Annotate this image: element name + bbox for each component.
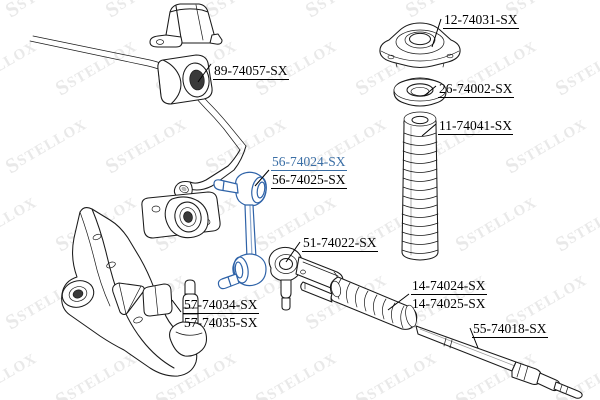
leader-51-74022 bbox=[285, 241, 301, 263]
part-number-text: 57-74035-SX bbox=[184, 315, 258, 330]
leader-26-74002 bbox=[423, 85, 437, 97]
callout-steering-boot-right: 14-74025-SX bbox=[411, 296, 487, 312]
outer-tie-rod-end-part bbox=[268, 246, 344, 311]
stabilizer-bracket-part bbox=[149, 3, 223, 48]
lower-control-arm-part bbox=[61, 191, 221, 377]
part-number-text: 89-74057-SX bbox=[213, 63, 289, 80]
callout-tie-rod-end: 51-74022-SX bbox=[302, 235, 378, 252]
inner-tie-rod-part bbox=[415, 325, 583, 399]
part-number-text: 14-74024-SX bbox=[411, 278, 487, 295]
callout-strut-bearing: 26-74002-SX bbox=[438, 81, 514, 98]
stabilizer-link-part bbox=[213, 171, 267, 290]
leader-12-74031 bbox=[431, 18, 442, 48]
callout-bump-stop-boot: 11-74041-SX bbox=[438, 118, 513, 135]
strut-bearing-part bbox=[393, 77, 447, 107]
part-number-text: 56-74025-SX bbox=[271, 172, 347, 189]
leader-56-74024 bbox=[254, 169, 270, 187]
callout-strut-mount: 12-74031-SX bbox=[443, 12, 519, 29]
leader-57-74034 bbox=[171, 299, 182, 313]
callout-stabilizer-bushing: 89-74057-SX bbox=[213, 63, 289, 80]
part-number-text: 56-74024-SX bbox=[271, 154, 347, 171]
part-number-text: 12-74031-SX bbox=[443, 12, 519, 29]
part-number-text: 55-74018-SX bbox=[472, 321, 548, 338]
callout-steering-boot-left: 14-74024-SX bbox=[411, 278, 487, 295]
lower-ball-joint-part bbox=[169, 279, 208, 357]
leader-14-74024 bbox=[387, 293, 410, 311]
strut-top-mount-part bbox=[379, 22, 461, 69]
part-number-text: 57-74034-SX bbox=[183, 297, 259, 314]
part-number-text: 51-74022-SX bbox=[302, 235, 378, 252]
steering-rack-boot-part bbox=[300, 276, 418, 330]
leader-89-74057 bbox=[197, 63, 212, 83]
callout-stabilizer-link-highlighted: 56-74024-SX bbox=[271, 154, 347, 171]
callout-stabilizer-link-alt: 56-74025-SX bbox=[271, 172, 347, 189]
leader-55-74018 bbox=[469, 327, 479, 349]
callout-ball-joint-right: 57-74035-SX bbox=[183, 315, 259, 331]
callout-inner-tie-rod: 55-74018-SX bbox=[472, 321, 548, 338]
stabilizer-bushing-part bbox=[157, 54, 213, 105]
part-number-text: 14-74025-SX bbox=[412, 296, 486, 311]
dust-boot-part bbox=[401, 111, 439, 261]
callout-ball-joint-left: 57-74034-SX bbox=[183, 297, 259, 314]
part-number-text: 11-74041-SX bbox=[438, 118, 513, 135]
leader-lines bbox=[171, 18, 479, 349]
leader-11-74041 bbox=[421, 123, 437, 137]
part-number-text: 26-74002-SX bbox=[438, 81, 514, 98]
